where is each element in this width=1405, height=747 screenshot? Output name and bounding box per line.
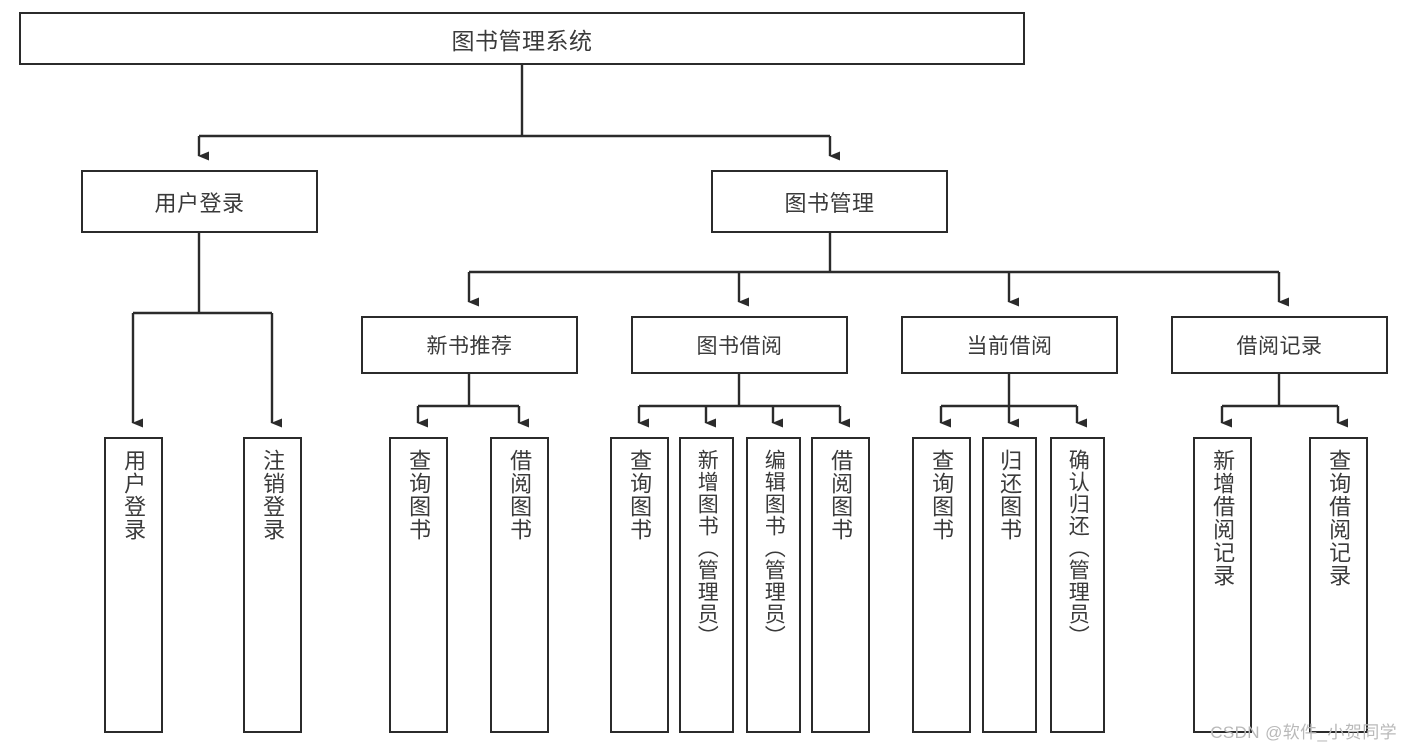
node-leaf-borrow-book-1[interactable]: 借阅图书 [490, 437, 549, 733]
node-root-book-management-system[interactable]: 图书管理系统 [19, 12, 1025, 65]
node-label: 用户登录 [154, 190, 245, 216]
node-leaf-query-book-3[interactable]: 查询图书 [912, 437, 971, 733]
node-label: 图书管理系统 [451, 27, 593, 54]
node-label: 查询图书 [929, 449, 955, 541]
node-label: 查询图书 [406, 449, 432, 541]
node-leaf-query-record[interactable]: 查询借阅记录 [1309, 437, 1368, 733]
node-label: 借阅图书 [507, 449, 533, 541]
node-leaf-user-login[interactable]: 用户登录 [104, 437, 163, 733]
node-label: 新增借阅记录 [1210, 449, 1236, 587]
node-book-borrow[interactable]: 图书借阅 [631, 316, 848, 374]
csdn-watermark: CSDN @软件_小贺同学 [1210, 723, 1397, 742]
node-leaf-return-book[interactable]: 归还图书 [982, 437, 1037, 733]
node-user-login[interactable]: 用户登录 [81, 170, 318, 233]
node-leaf-query-book-2[interactable]: 查询图书 [610, 437, 669, 733]
node-label: 借阅图书 [828, 449, 854, 541]
node-label: 编辑图书（管理员） [762, 449, 786, 647]
node-label: 用户登录 [121, 449, 147, 541]
node-label: 确认归还（管理员） [1066, 449, 1090, 647]
node-label: 注销登录 [260, 449, 286, 541]
node-borrow-record[interactable]: 借阅记录 [1171, 316, 1388, 374]
node-leaf-borrow-book-2[interactable]: 借阅图书 [811, 437, 870, 733]
node-label: 当前借阅 [966, 335, 1053, 358]
node-new-book-recommend[interactable]: 新书推荐 [361, 316, 578, 374]
node-current-borrow[interactable]: 当前借阅 [901, 316, 1118, 374]
node-leaf-logout[interactable]: 注销登录 [243, 437, 302, 733]
node-label: 归还图书 [997, 449, 1023, 541]
node-leaf-query-book-1[interactable]: 查询图书 [389, 437, 448, 733]
node-label: 图书管理 [784, 190, 875, 216]
node-label: 图书借阅 [696, 335, 783, 358]
node-leaf-confirm-return[interactable]: 确认归还（管理员） [1050, 437, 1105, 733]
node-label: 查询图书 [627, 449, 653, 541]
node-book-management[interactable]: 图书管理 [711, 170, 948, 233]
node-label: 新书推荐 [426, 335, 513, 358]
node-leaf-edit-book[interactable]: 编辑图书（管理员） [746, 437, 801, 733]
node-label: 借阅记录 [1236, 335, 1323, 358]
node-leaf-add-book[interactable]: 新增图书（管理员） [679, 437, 734, 733]
node-leaf-add-record[interactable]: 新增借阅记录 [1193, 437, 1252, 733]
node-label: 查询借阅记录 [1326, 449, 1352, 587]
node-label: 新增图书（管理员） [695, 449, 719, 647]
